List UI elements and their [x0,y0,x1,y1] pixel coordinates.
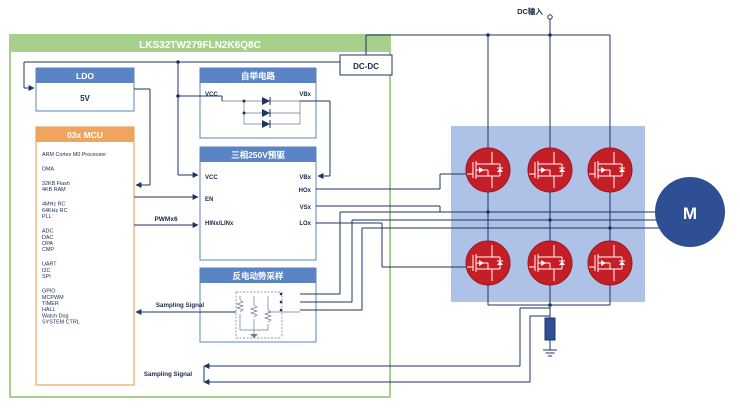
mcu-feature-item: GPIO [42,289,55,295]
dcdc-block: DC-DC [339,54,393,76]
mcu-feature-item: TIMER [42,301,59,307]
mcu-feature-item: 64KHz RC [42,208,68,214]
predriver-pin-hin-lin: HINx/LINx [205,221,234,227]
predriver-pin-vsx: VSx [300,205,312,211]
mosfet-high-side-1 [465,147,511,193]
bemf-title: 反电动势采样 [232,271,284,281]
mcu-feature-item: MCPWM [42,295,64,301]
chip-title: LKS32TW279FLN2K6Q8C [139,40,261,51]
predriver-pin-vcc: VCC [205,175,218,181]
bootstrap-diodes [222,97,301,128]
ldo-block: LDO 5V [35,67,135,112]
pwm-signal-label: PWMx6 [154,216,178,223]
dc-input-rails: DC输入 [365,6,611,148]
mcu-feature-item: HALL [42,307,56,313]
mosfet-low-side-2 [527,240,573,286]
mcu-feature-item: 4KB RAM [42,187,66,193]
mcu-feature-item: CMP [42,247,54,253]
dcdc-label: DC-DC [353,62,379,71]
mcu-feature-item: ADC [42,229,53,235]
mcu-feature-item: DMA [42,167,54,173]
bootstrap-vcc-label: VCC [205,92,218,98]
mcu-feature-item: SPI [42,274,51,280]
motor: M [655,177,725,247]
bootstrap-title: 自举电路 [241,71,276,81]
ldo-value: 5V [80,94,90,103]
mosfet-low-side-3 [587,240,633,286]
bootstrap-block: 自举电路 VCC VBx [199,67,317,139]
predriver-pin-vbx: VBx [299,175,311,181]
mcu-feature-item: SYSTEM CTRL [42,320,80,326]
mcu-feature-item: ARM Cortex M0 Processor [42,152,106,158]
mcu-feature-item: 32KB Flash [42,181,70,187]
bootstrap-vbx-label: VBx [299,92,311,98]
mcu-feature-item: Watch Dog [42,313,68,319]
mosfet-low-side-1 [465,240,511,286]
predriver-pin-en: EN [205,197,213,203]
predriver-pin-lox: LOx [299,221,311,227]
motor-label: M [683,204,697,223]
mosfet-high-side-2 [527,147,573,193]
sampling-signal-label-1: Sampling Signal [156,302,204,309]
dc-input-label: DC输入 [517,6,543,16]
sampling-signal-label-2: Sampling Signal [144,371,192,378]
bemf-resistor-network [235,291,300,339]
predriver-pin-hox: HOx [299,188,312,194]
bemf-block: 反电动势采样 [199,267,317,343]
bridge-legs [486,192,660,318]
predriver-title: 三相250V预驱 [231,150,285,160]
ldo-title: LDO [76,71,94,81]
mcu-feature-item: I2C [42,268,50,274]
shunt-resistor [543,317,557,357]
internal-wiring: PWMx6 Sampling Signal [23,60,610,385]
mcu-feature-item: PLL [42,214,52,220]
predriver-block: 三相250V预驱 VCC EN HINx/LINx VBx HOx VSx LO… [199,146,317,261]
mcu-feature-item: UART [42,262,57,268]
mcu-title: 03x MCU [67,130,103,140]
mcu-feature-item: DAC [42,235,53,241]
mosfet-high-side-3 [587,147,633,193]
mcu-feature-item: 4MHz RC [42,202,65,208]
mcu-feature-item: OPA [42,241,53,247]
